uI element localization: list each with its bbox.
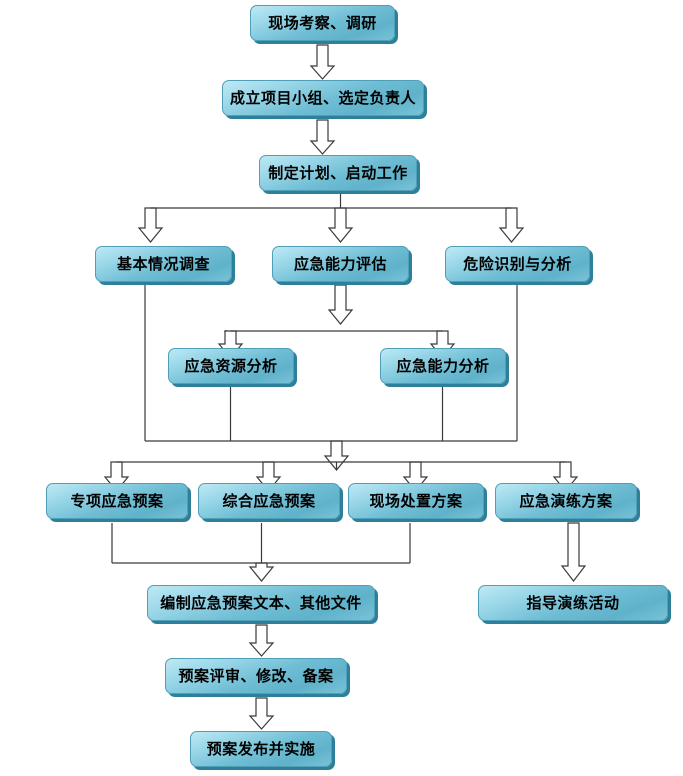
- arrow-n15-to-n16: [248, 697, 275, 730]
- node-guide-drill-activities[interactable]: 指导演练活动: [478, 585, 668, 621]
- connector-gather-n13: [111, 523, 411, 564]
- node-label: 编制应急预案文本、其他文件: [160, 594, 362, 612]
- arrow-n3-to-n6: [498, 207, 525, 243]
- node-label: 制定计划、启动工作: [268, 164, 408, 182]
- node-label: 应急能力分析: [396, 357, 490, 375]
- node-emergency-resource-analysis[interactable]: 应急资源分析: [168, 348, 294, 384]
- node-label: 成立项目小组、选定负责人: [229, 89, 416, 107]
- node-label: 预案评审、修改、备案: [178, 667, 334, 685]
- node-label: 危险识别与分析: [463, 255, 572, 273]
- node-label: 专项应急预案: [70, 492, 164, 510]
- node-form-project-team[interactable]: 成立项目小组、选定负责人: [222, 80, 424, 116]
- node-label: 预案发布并实施: [206, 740, 316, 758]
- node-emergency-drill-plan[interactable]: 应急演练方案: [495, 483, 637, 519]
- arrow-n13-to-n15: [248, 624, 275, 657]
- node-plan-review-revise-file[interactable]: 预案评审、修改、备案: [165, 658, 347, 694]
- arrow-n5-down: [327, 284, 354, 325]
- connector-bar-level3: [150, 191, 512, 209]
- node-label: 基本情况调查: [116, 255, 210, 273]
- node-label: 综合应急预案: [222, 492, 316, 510]
- node-emergency-capability-analysis[interactable]: 应急能力分析: [380, 348, 506, 384]
- node-compile-plan-text-documents[interactable]: 编制应急预案文本、其他文件: [147, 585, 375, 621]
- node-basic-situation-survey[interactable]: 基本情况调查: [95, 246, 232, 282]
- node-onsite-disposal-plan[interactable]: 现场处置方案: [348, 483, 484, 519]
- arrow-n1-to-n2: [309, 44, 336, 80]
- connector-distribute-level5: [116, 461, 566, 470]
- node-label: 应急演练方案: [519, 492, 613, 510]
- node-make-plan-start-work[interactable]: 制定计划、启动工作: [259, 155, 417, 191]
- node-special-emergency-plan[interactable]: 专项应急预案: [46, 483, 188, 519]
- node-label: 现场处置方案: [369, 492, 463, 510]
- node-plan-release-implement[interactable]: 预案发布并实施: [190, 731, 332, 767]
- arrow-to-n13: [248, 562, 275, 582]
- node-label: 应急能力评估: [293, 255, 387, 273]
- node-emergency-capability-assessment[interactable]: 应急能力评估: [272, 246, 409, 282]
- arrow-n2-to-n3: [309, 119, 336, 155]
- node-site-investigation[interactable]: 现场考察、调研: [250, 5, 395, 41]
- node-label: 应急资源分析: [184, 357, 278, 375]
- node-label: 现场考察、调研: [268, 14, 377, 32]
- node-comprehensive-emergency-plan[interactable]: 综合应急预案: [198, 483, 340, 519]
- arrow-n3-to-n5: [327, 207, 354, 243]
- node-label: 指导演练活动: [526, 594, 620, 612]
- arrow-n12-to-n14: [560, 522, 587, 582]
- arrow-n3-to-n4: [137, 207, 164, 243]
- node-hazard-identification-analysis[interactable]: 危险识别与分析: [445, 246, 590, 282]
- arrow-merge-down-middle: [323, 440, 350, 471]
